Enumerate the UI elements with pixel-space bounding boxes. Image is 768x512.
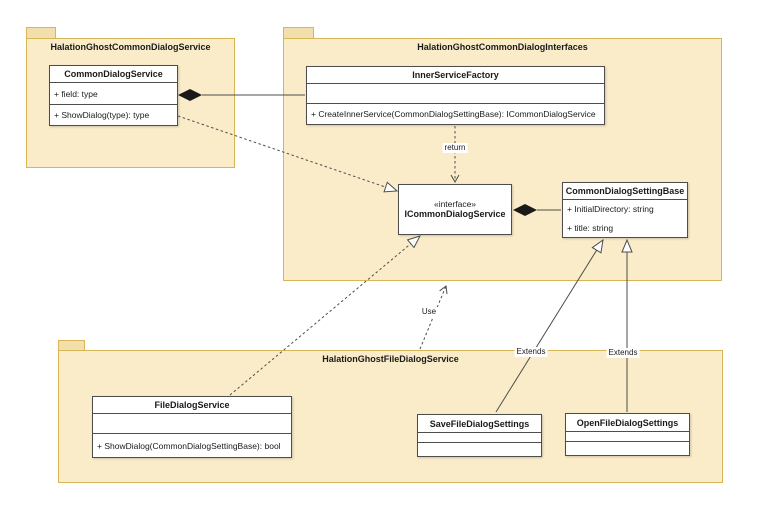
class-method: + ShowDialog(CommonDialogSettingBase): b…: [93, 433, 291, 457]
class-title: CommonDialogSettingBase: [565, 186, 685, 196]
interface-icommon-dialog-service: «interface» ICommonDialogService: [398, 184, 512, 235]
class-title: CommonDialogService: [64, 69, 163, 79]
class-inner-service-factory: InnerServiceFactory + CreateInnerService…: [306, 66, 605, 125]
package-title: HalationGhostCommonDialogService: [50, 42, 211, 52]
class-title: FileDialogService: [154, 400, 230, 410]
class-file-dialog-service: FileDialogService + ShowDialog(CommonDia…: [92, 396, 292, 458]
edge-label-extends-save: Extends: [514, 347, 548, 357]
class-attributes-empty: [93, 413, 291, 433]
class-title: SaveFileDialogSettings: [429, 418, 530, 429]
class-attribute: + InitialDirectory: string: [567, 204, 654, 215]
class-open-file-dialog-settings: OpenFileDialogSettings: [565, 413, 690, 456]
class-methods-empty: [418, 442, 541, 456]
class-save-file-dialog-settings: SaveFileDialogSettings: [417, 414, 542, 457]
edge-label-extends-open: Extends: [606, 348, 640, 358]
interface-title: ICommonDialogService: [404, 209, 506, 219]
edge-label-return: return: [442, 143, 468, 153]
class-title: OpenFileDialogSettings: [576, 417, 679, 428]
class-attribute: + field: type: [50, 82, 177, 104]
edge-use-dependency: [419, 285, 448, 350]
package-title: HalationGhostCommonDialogInterfaces: [417, 42, 588, 52]
class-common-dialog-setting-base: CommonDialogSettingBase + InitialDirecto…: [562, 182, 688, 238]
class-title: InnerServiceFactory: [412, 70, 499, 80]
class-attributes: + InitialDirectory: string + title: stri…: [563, 199, 687, 237]
class-methods-empty: [566, 441, 689, 455]
class-attributes-empty: [566, 431, 689, 441]
class-method: + ShowDialog(type): type: [50, 104, 177, 125]
class-attributes-empty: [307, 83, 604, 103]
interface-stereotype: «interface»: [433, 199, 477, 209]
class-common-dialog-service: CommonDialogService + field: type + Show…: [49, 65, 178, 126]
edge-label-use: Use: [419, 307, 439, 317]
class-attributes-empty: [418, 432, 541, 442]
class-method: + CreateInnerService(CommonDialogSetting…: [307, 103, 604, 124]
class-attribute: + title: string: [567, 222, 614, 233]
